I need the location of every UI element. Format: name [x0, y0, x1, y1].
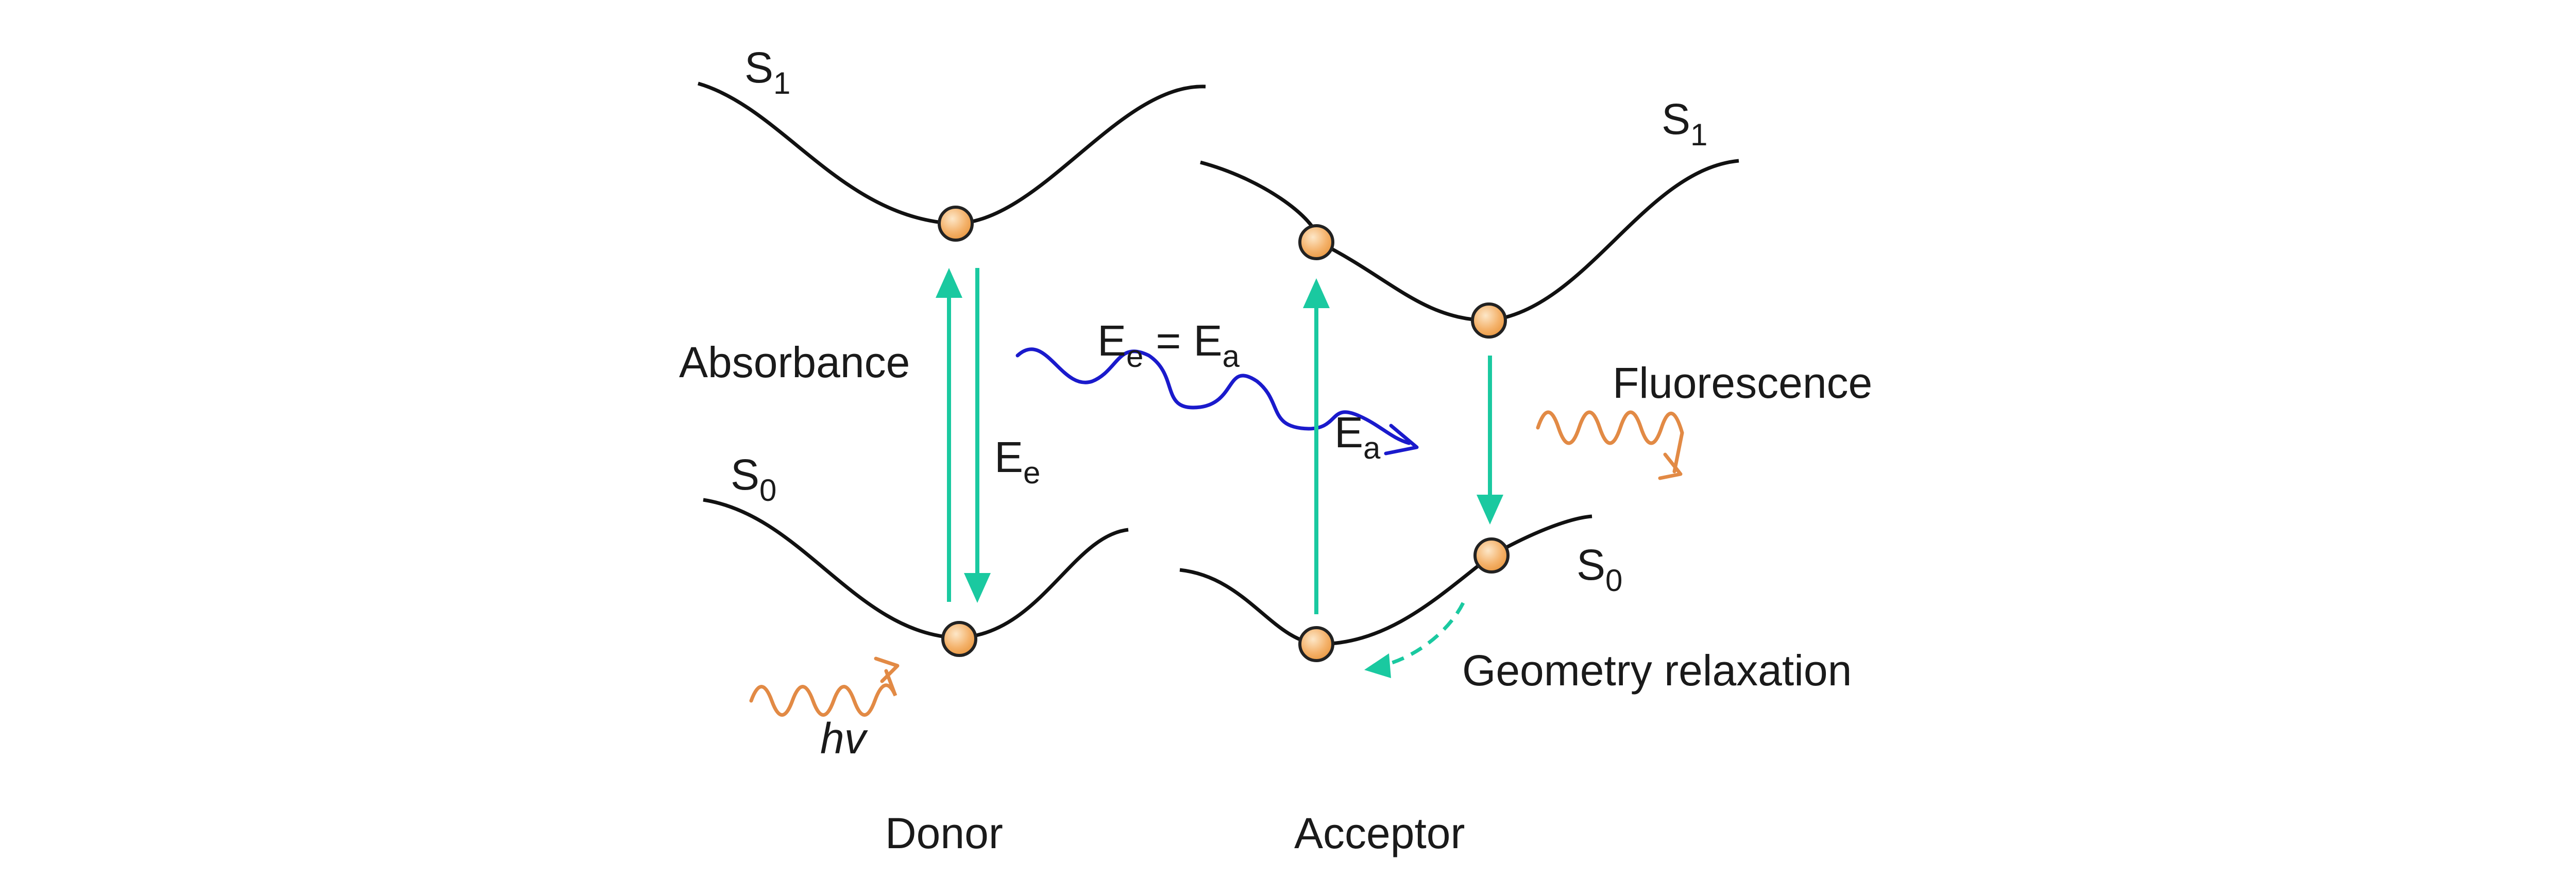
donor-s1-label: S1 — [744, 43, 790, 100]
donor-s0-label: S0 — [731, 450, 776, 508]
donor-label: Donor — [885, 809, 1003, 857]
ee-label: Ee — [994, 433, 1040, 490]
donor-s0-curve — [703, 498, 1129, 640]
fluorescence-label: Fluorescence — [1613, 359, 1872, 407]
donor-s1-curve — [698, 81, 1206, 226]
geometry-relaxation-label: Geometry relaxation — [1462, 646, 1852, 695]
acceptor-s0-min-dot — [1298, 626, 1334, 662]
absorbance-label: Absorbance — [679, 338, 910, 386]
absorbance-arrow-head — [936, 268, 962, 298]
hv-label: hv — [820, 714, 869, 763]
acceptor-s0-upper-dot — [1473, 537, 1510, 574]
acceptor-s1-min-dot — [1471, 302, 1507, 339]
acceptor-s1-curve — [1200, 159, 1739, 323]
fluorescence-photon-arrow-head — [1658, 452, 1683, 480]
fluorescence-photon-wave — [1536, 410, 1684, 474]
acceptor-s0-curve — [1179, 514, 1592, 646]
donor-emission-arrow-head — [964, 573, 991, 603]
acceptor-excitation-arrow-head — [1303, 278, 1330, 308]
hv-photon-arrow-head — [874, 656, 900, 683]
ea-label: Ea — [1334, 408, 1381, 465]
energy-transfer-wave — [1015, 347, 1411, 445]
acceptor-s0-label: S0 — [1577, 541, 1622, 598]
acceptor-label: Acceptor — [1294, 809, 1465, 857]
hv-photon-wave — [749, 669, 897, 717]
energy-transfer-arrow-head — [1384, 424, 1419, 456]
acceptor-s1-label: S1 — [1662, 95, 1707, 152]
fluorescence-arrow-head — [1477, 495, 1503, 525]
energy-match-label: Ee=Ea — [1097, 316, 1240, 374]
geometry-relaxation-arrow-head — [1364, 653, 1391, 678]
acceptor-s1-upper-dot — [1298, 224, 1334, 260]
donor-s1-dot — [938, 206, 974, 242]
geometry-relaxation-arrow — [1380, 602, 1465, 668]
donor-s0-dot — [941, 621, 977, 657]
